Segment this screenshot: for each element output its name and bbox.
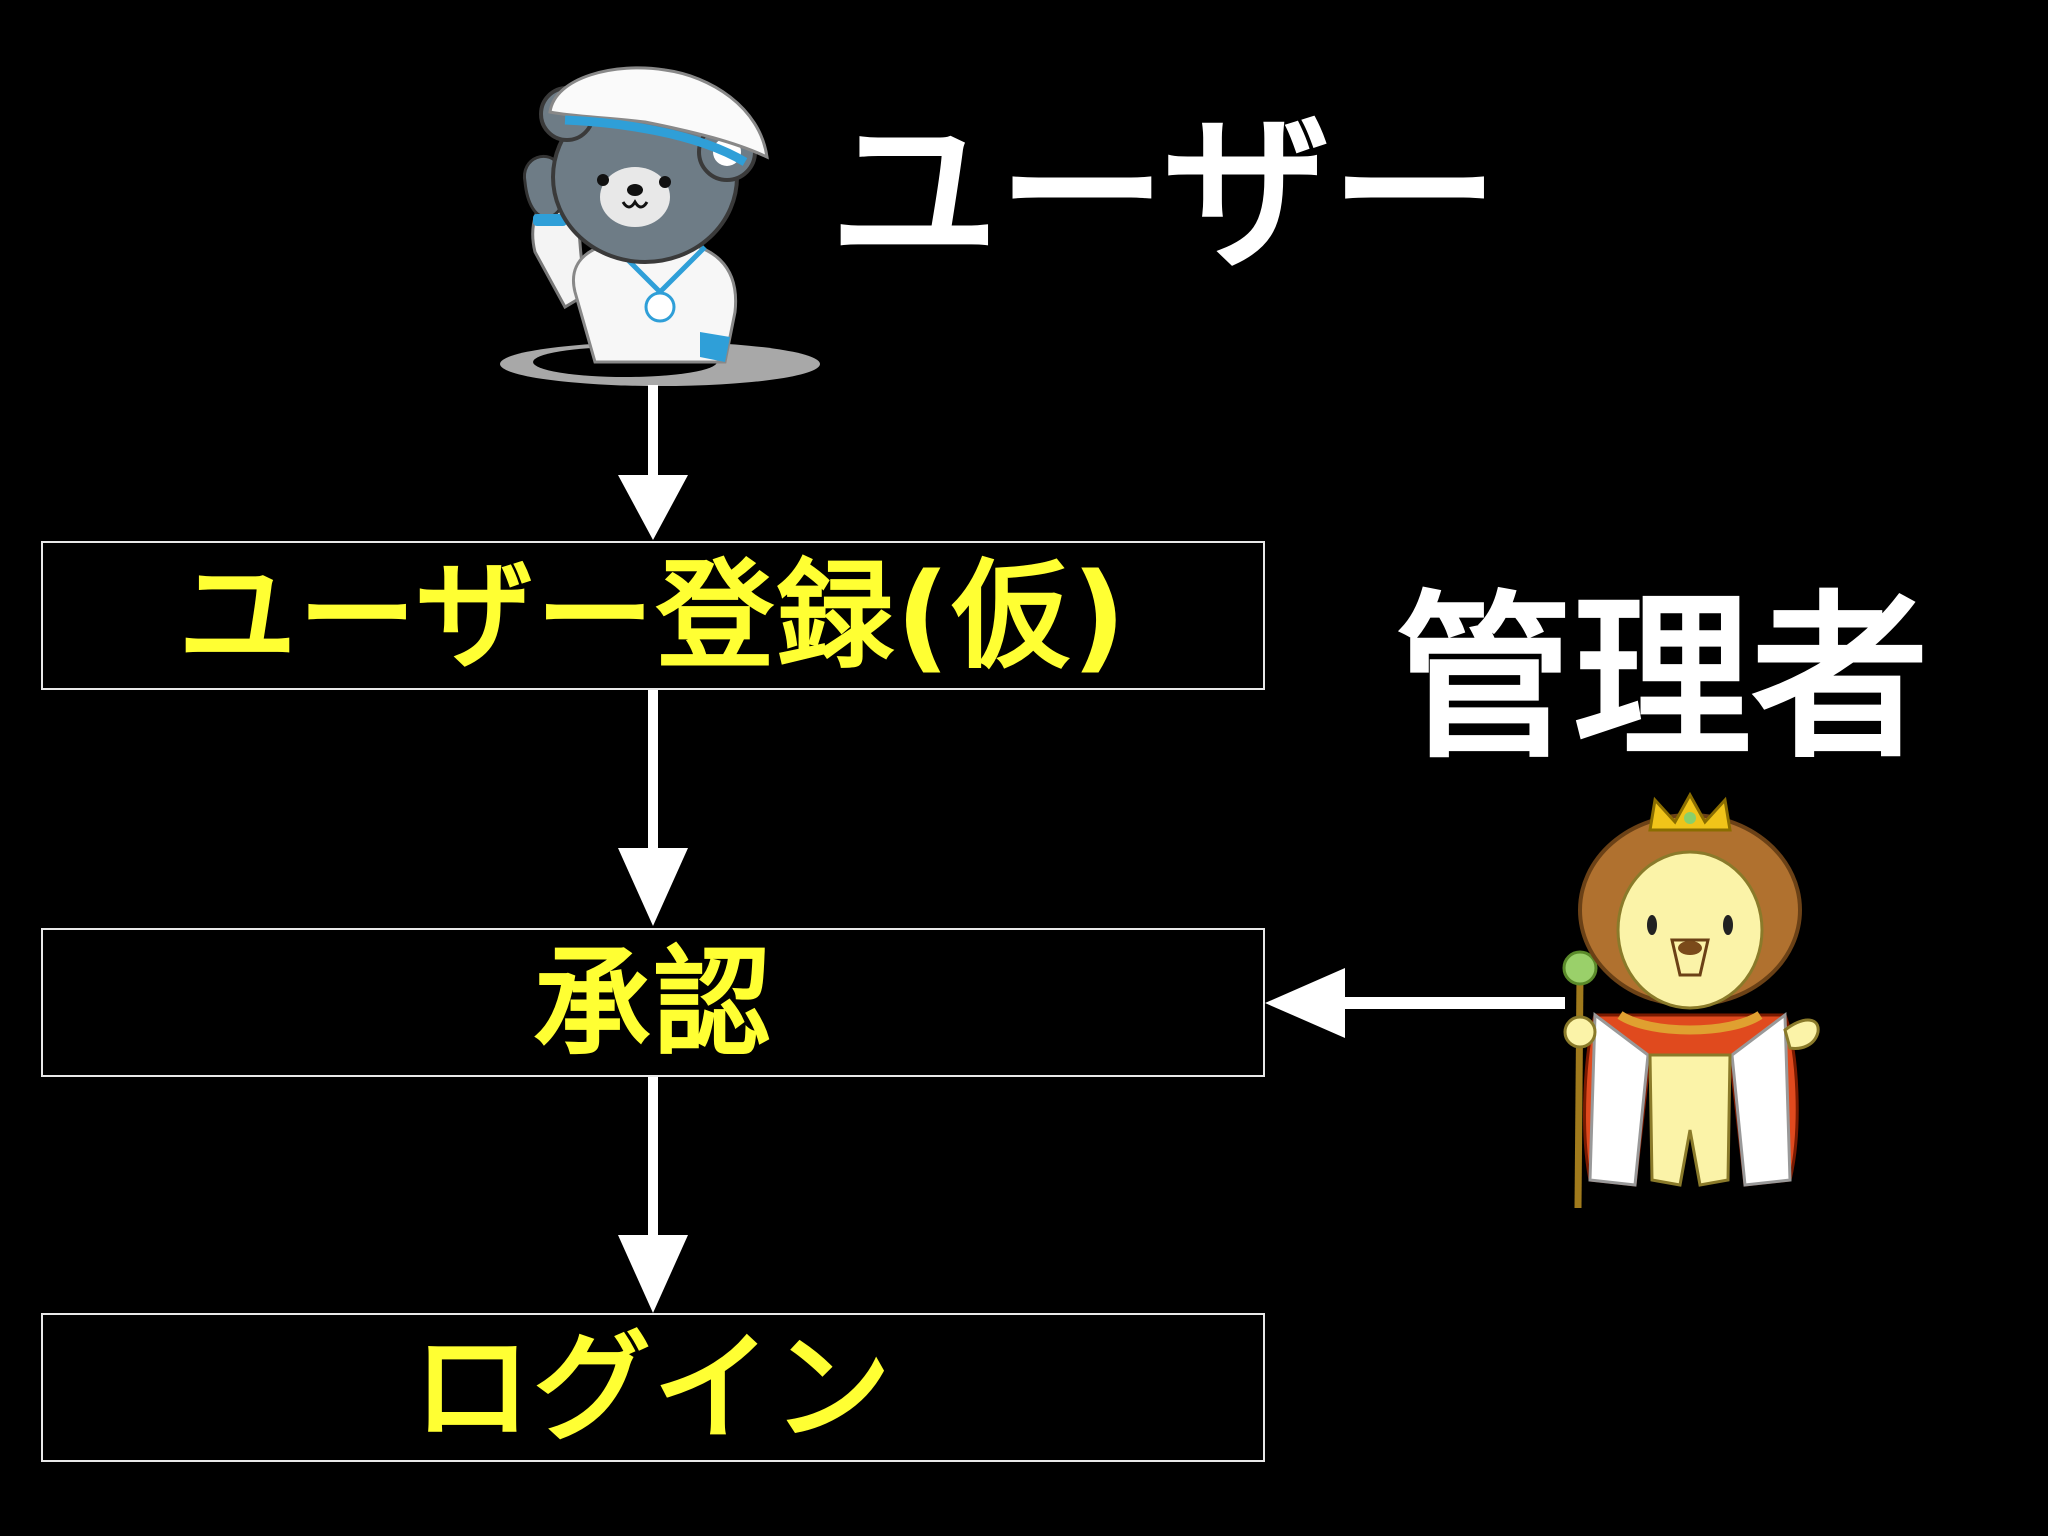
step-label-register: ユーザー登録(仮) <box>178 546 1128 685</box>
step-box-approve: 承認 <box>41 928 1265 1077</box>
arrow-user-to-register <box>618 385 688 540</box>
arrow-register-to-approve <box>618 690 688 926</box>
step-label-approve: 承認 <box>532 933 773 1072</box>
lion-king-mascot <box>1562 791 1820 1209</box>
arrow-admin-to-approve <box>1265 968 1565 1038</box>
user-actor-label: ユーザー <box>830 96 1499 292</box>
admin-actor-label: 管理者 <box>1395 575 1929 782</box>
step-box-login: ログイン <box>41 1313 1265 1462</box>
bear-sailor-mascot <box>500 66 820 386</box>
step-label-login: ログイン <box>412 1318 893 1457</box>
arrow-approve-to-login <box>618 1077 688 1313</box>
step-box-register: ユーザー登録(仮) <box>41 541 1265 690</box>
